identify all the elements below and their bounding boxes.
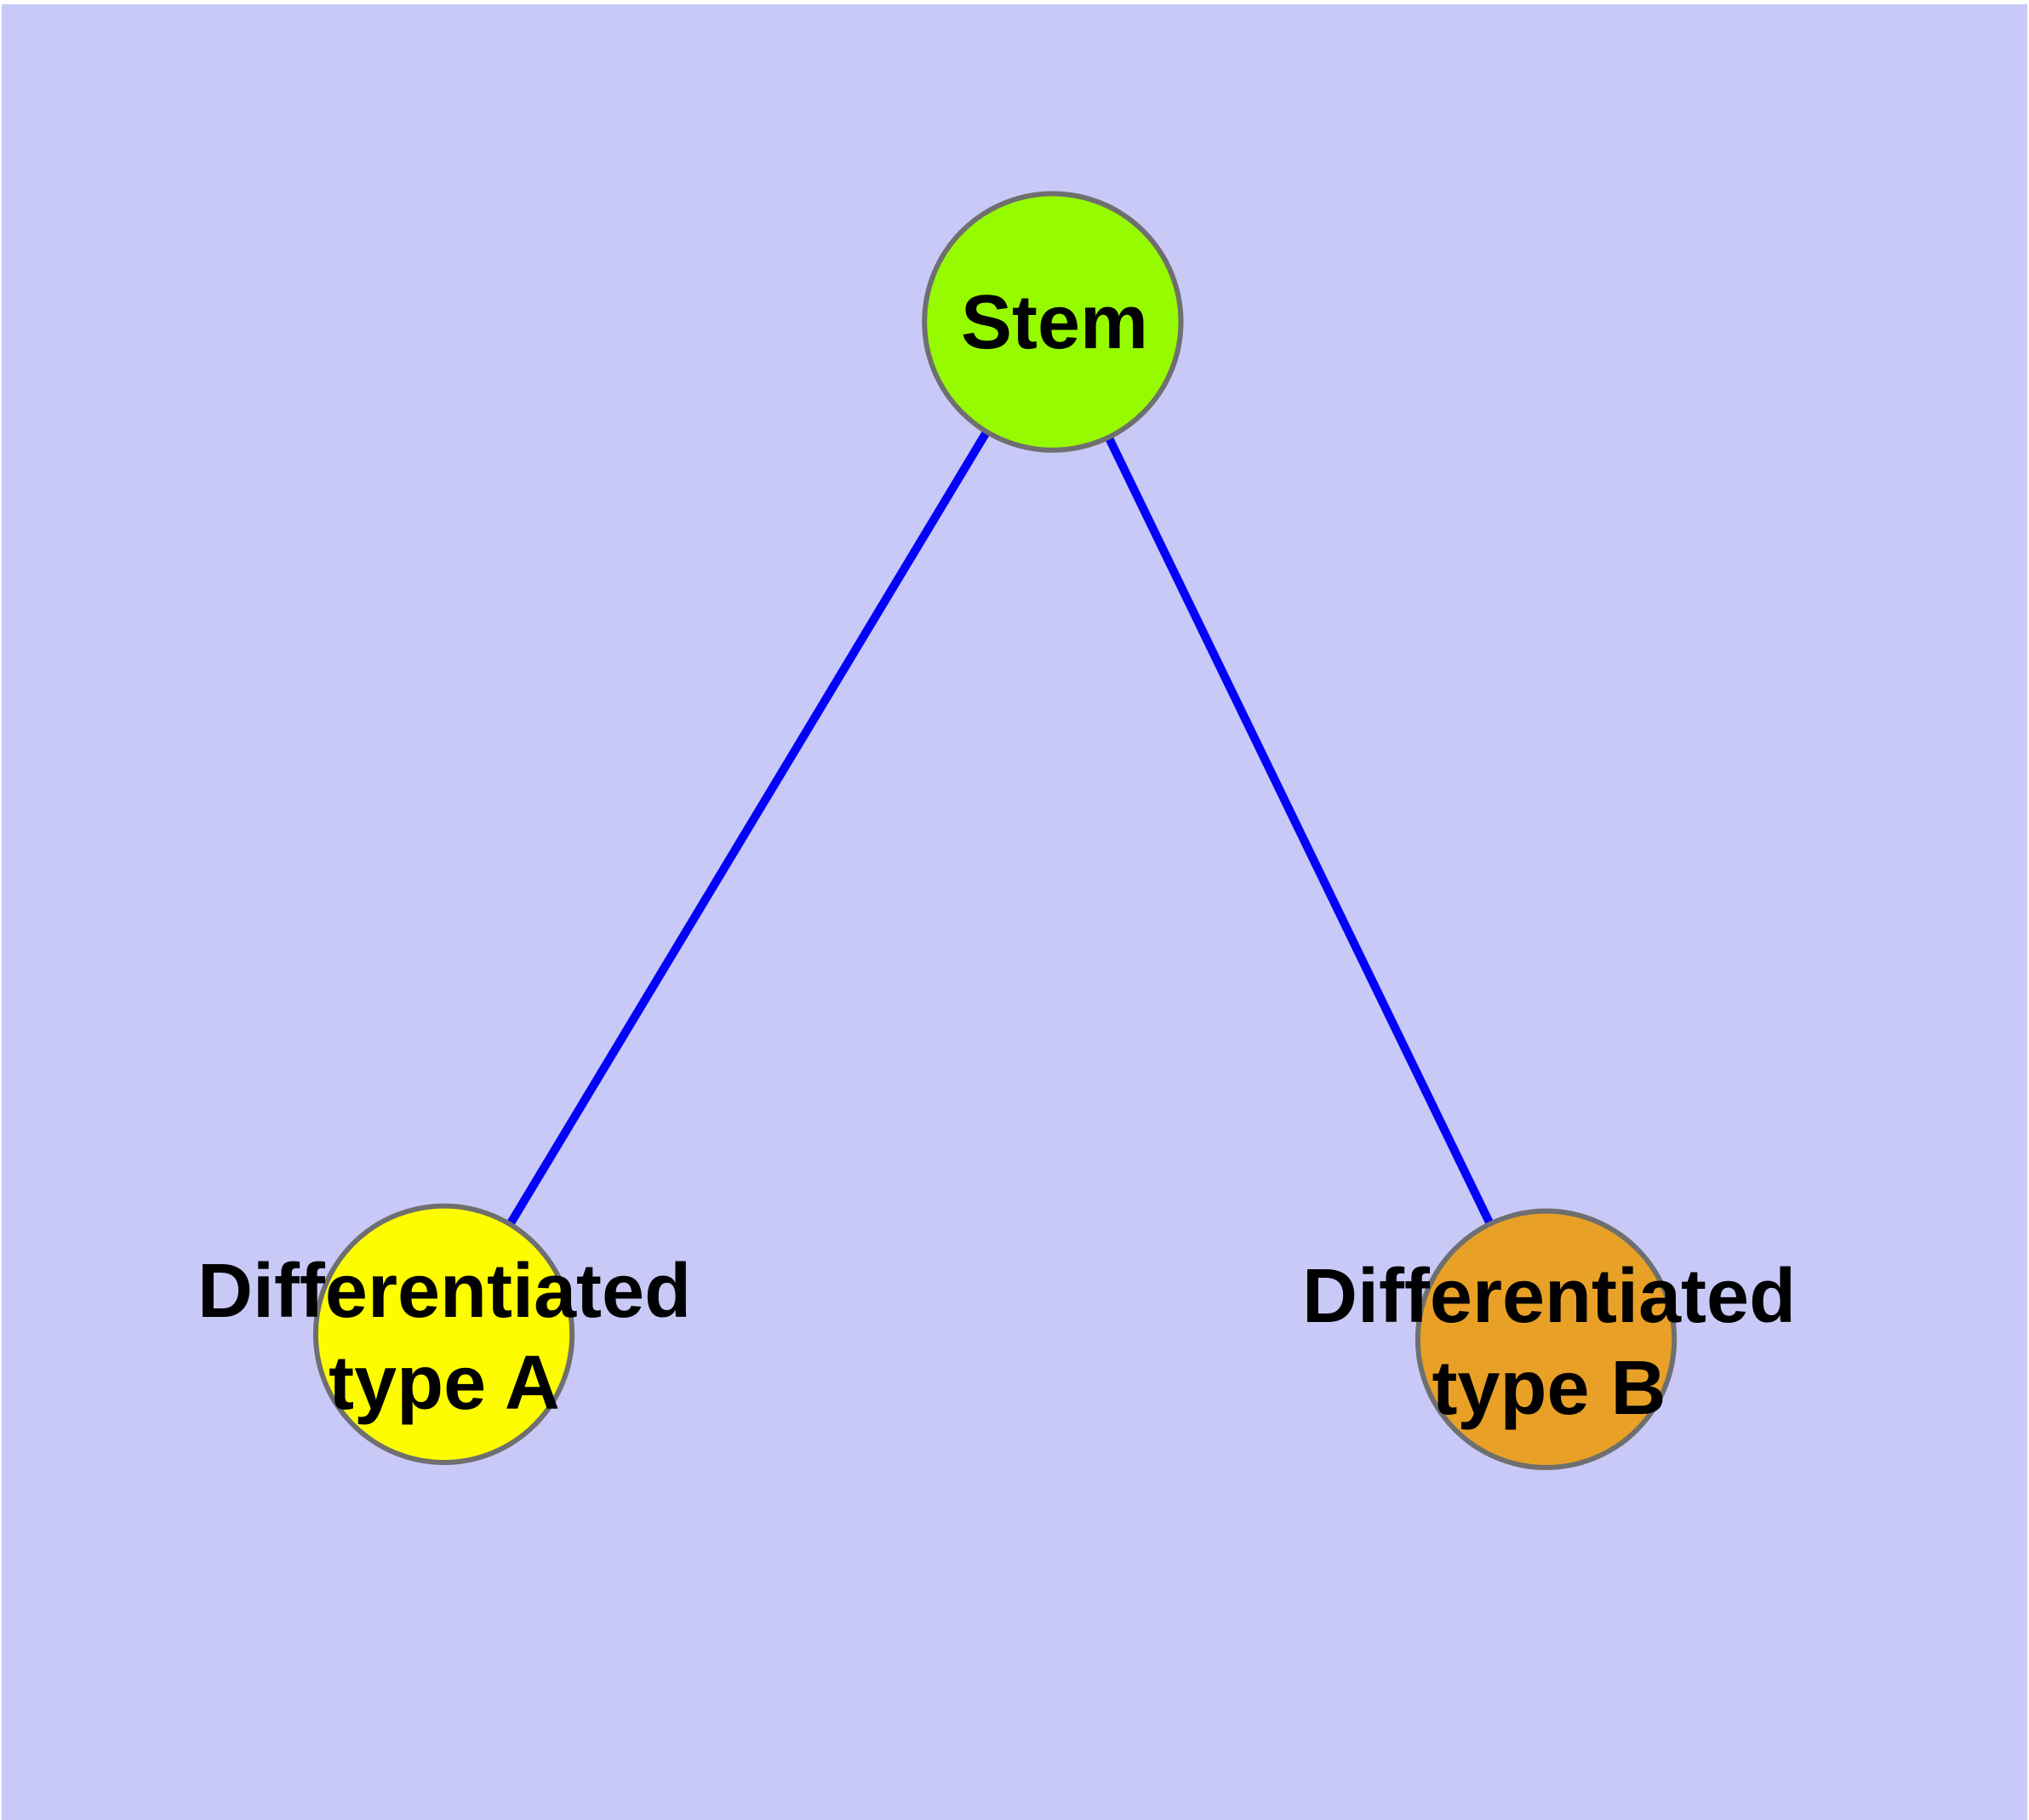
node-type-a-label-line1: Differentiated <box>197 1249 692 1334</box>
node-stem-circle <box>922 191 1184 453</box>
node-stem-label-line1: Stem <box>960 280 1149 365</box>
node-type-b-label-line2: type B <box>1432 1346 1666 1431</box>
edge-stem-to-type-b <box>1049 319 1551 1342</box>
node-type-a-label: Differentiated type A <box>197 1245 691 1429</box>
graph-canvas <box>312 191 1677 1470</box>
plot-background: Stem Differentiated type A Differentiate… <box>2 4 2027 1820</box>
node-type-b-label: Differentiated type B <box>1302 1251 1796 1434</box>
node-type-b-circle <box>1415 1208 1677 1470</box>
edge-stem-to-type-a <box>440 319 1057 1336</box>
node-type-a-circle <box>312 1203 575 1465</box>
node-type-b-label-line1: Differentiated <box>1301 1254 1797 1339</box>
node-stem-label: Stem <box>961 277 1148 369</box>
node-type-a-label-line2: type A <box>329 1341 560 1426</box>
